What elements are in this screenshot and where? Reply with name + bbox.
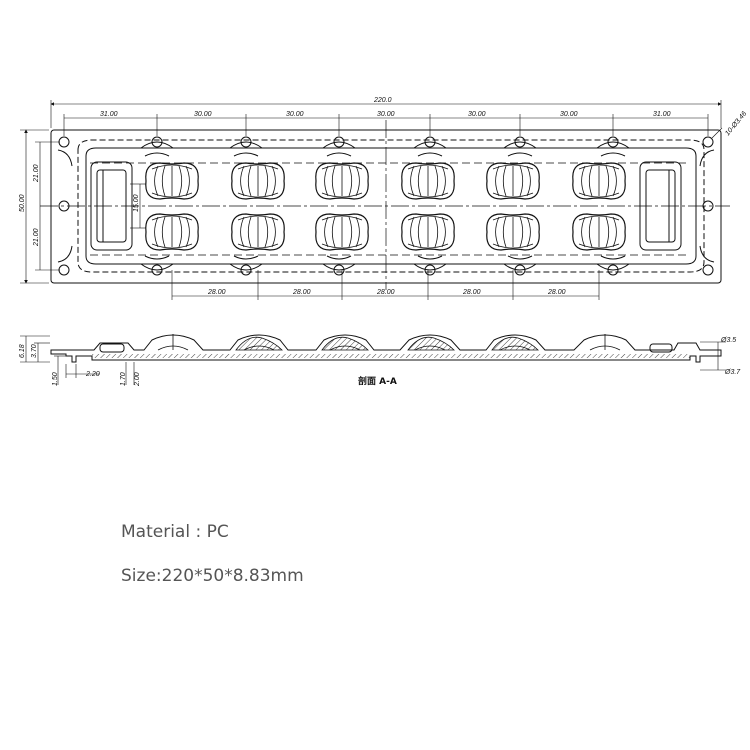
- hole: [58, 136, 70, 148]
- section-low-label: 1.50: [52, 372, 59, 386]
- section-dimension-texts: 6.18 3.70 1.50 2.20 1.70 2.00 Ø3.5 Ø3.7 …: [19, 337, 741, 387]
- height-label: 50.00: [19, 194, 26, 212]
- section-lens-hatches: [235, 336, 539, 351]
- bottom-pitch-label: 28.00: [292, 289, 311, 296]
- lens-cup: [486, 213, 540, 251]
- bottom-pitch-label: 28.00: [207, 289, 226, 296]
- section-step-label: 3.70: [31, 344, 38, 358]
- section-hatch: [92, 354, 690, 358]
- hole: [702, 200, 714, 212]
- section-width-label: 2.20: [85, 371, 100, 378]
- lens-cup: [572, 162, 626, 200]
- top-pitch-label: 30.00: [560, 111, 578, 118]
- material-text: Material : PC: [121, 522, 229, 542]
- lens-cup: [315, 213, 369, 251]
- half-upper-label: 21.00: [33, 164, 40, 183]
- mounting-holes: [58, 136, 714, 276]
- top-pitch-label: 31.00: [653, 111, 671, 118]
- lens-cup: [486, 162, 540, 200]
- top-pitch-label: 30.00: [468, 111, 486, 118]
- top-pitch-label: 30.00: [194, 111, 212, 118]
- inner-dashed-contour: [77, 139, 705, 273]
- half-lower-label: 21.00: [33, 228, 40, 247]
- lens-cup: [401, 162, 455, 200]
- section-profile: [50, 334, 722, 363]
- top-pitch-label: 30.00: [377, 111, 395, 118]
- size-text: Size:220*50*8.83mm: [121, 566, 304, 586]
- bottom-pitch-label: 28.00: [547, 289, 566, 296]
- section-mid-b-label: 2.00: [134, 372, 141, 387]
- plan-dimensions: [20, 100, 723, 300]
- inner-height-label: 15.00: [133, 194, 140, 212]
- lens-cup: [315, 162, 369, 200]
- lens-cup: [145, 213, 199, 251]
- lens-cup: [572, 213, 626, 251]
- lens-cup: [145, 162, 199, 200]
- section-label: 剖面 A-A: [358, 375, 397, 387]
- lens-cup: [231, 162, 285, 200]
- lens-array: [145, 162, 626, 251]
- top-pitch-label: 31.00: [100, 111, 118, 118]
- hole: [607, 264, 619, 276]
- hole-note-label: 10-Ø3.46: [724, 110, 748, 137]
- section-total-height-label: 6.18: [19, 344, 26, 358]
- hole: [514, 264, 526, 276]
- hole: [514, 136, 526, 148]
- overall-length-label: 220.0: [373, 97, 392, 104]
- hole: [702, 264, 714, 276]
- right-slot: [639, 161, 682, 251]
- hole: [424, 264, 436, 276]
- section-right-upper-label: Ø3.5: [720, 337, 736, 344]
- hole: [333, 264, 345, 276]
- hole: [58, 264, 70, 276]
- left-slot: [90, 161, 133, 251]
- hole: [151, 136, 163, 148]
- hole: [58, 200, 70, 212]
- hole: [240, 264, 252, 276]
- section-right-lower-label: Ø3.7: [724, 369, 741, 376]
- section-lens-inner-arcs: [157, 334, 621, 351]
- left-boss-section: [99, 343, 125, 353]
- plan-dimension-texts: 220.0 31.00 30.00 30.00 30.00 30.00 30.0…: [19, 97, 748, 296]
- inner-solid-contour: [85, 147, 697, 265]
- plan-view: [40, 120, 730, 290]
- top-pitch-label: 30.00: [286, 111, 304, 118]
- hole: [702, 136, 714, 148]
- technical-drawing: 220.0 31.00 30.00 30.00 30.00 30.00 30.0…: [19, 97, 748, 387]
- right-boss-section: [649, 343, 673, 353]
- hole: [240, 136, 252, 148]
- hole: [151, 264, 163, 276]
- boss-arcs: [57, 141, 715, 271]
- hole: [607, 136, 619, 148]
- hole: [333, 136, 345, 148]
- section-view: [50, 334, 722, 363]
- lens-cup: [231, 213, 285, 251]
- section-mid-a-label: 1.70: [120, 372, 127, 386]
- hole: [424, 136, 436, 148]
- bottom-pitch-label: 28.00: [376, 289, 395, 296]
- bottom-pitch-label: 28.00: [462, 289, 481, 296]
- section-dimensions: [20, 335, 726, 385]
- lens-cup: [401, 213, 455, 251]
